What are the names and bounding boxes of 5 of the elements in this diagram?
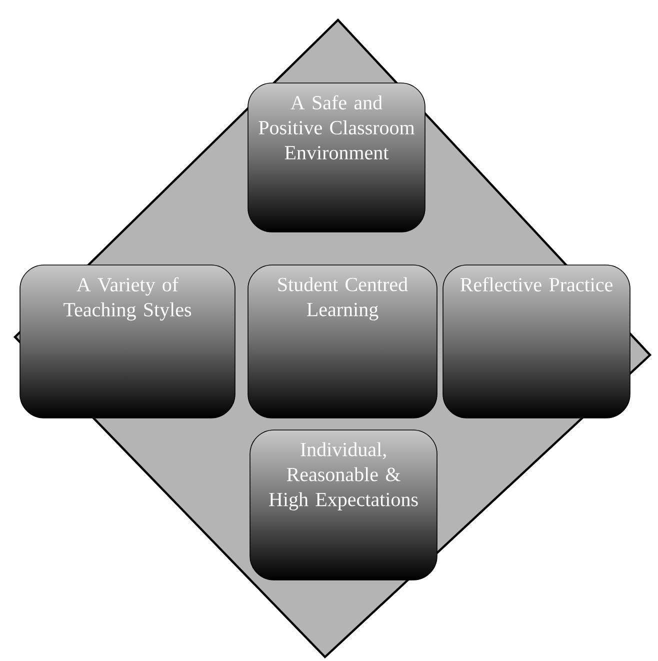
rounded-box: Individual, Reasonable & High Expectations <box>250 430 438 580</box>
rounded-box: Student Centred Learning <box>248 264 438 418</box>
rounded-box: A Variety of Teaching Styles <box>20 264 236 418</box>
rounded-box: Reflective Practice <box>442 264 630 418</box>
rounded-box: A Safe and Positive Classroom Environment <box>248 82 426 232</box>
